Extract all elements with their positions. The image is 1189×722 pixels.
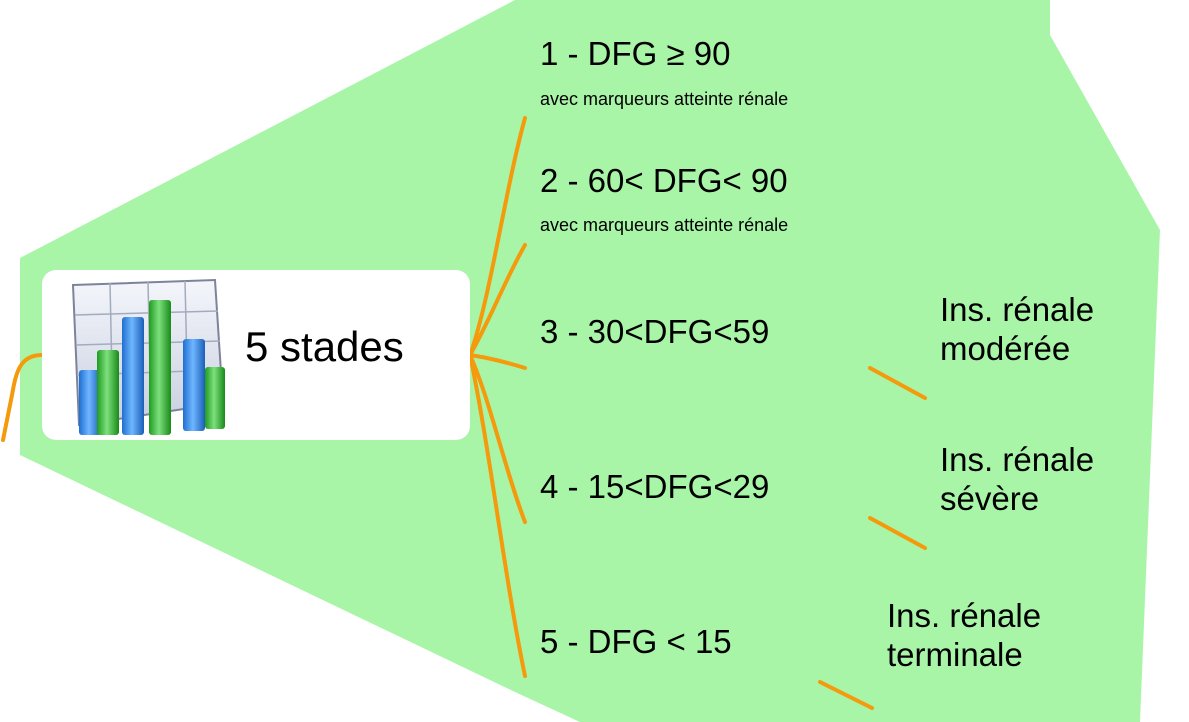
stage-4-title: 4 - 15<DFG<29: [540, 468, 770, 505]
stage-1-subtitle: avec marqueurs atteinte rénale: [540, 89, 789, 109]
stage-4-note-line-1: Ins. rénale: [940, 441, 1095, 478]
stage-4-note: Ins. rénale sévère: [940, 440, 1094, 518]
stage-4-note-line-2: sévère: [940, 480, 1040, 517]
connector-stage-3: [468, 353, 527, 370]
connector-stage-5: [468, 353, 527, 678]
branch-connectors: [468, 116, 927, 710]
stage-3-note-line-2: modérée: [940, 330, 1071, 367]
connector-note-4: [868, 516, 927, 550]
connector-note-3: [868, 366, 927, 400]
connector-stage-2: [468, 243, 527, 357]
stage-5-note-line-1: Ins. rénale: [887, 597, 1042, 634]
stage-3-note: Ins. rénale modérée: [940, 290, 1094, 368]
stage-5-note: Ins. rénale terminale: [887, 596, 1041, 674]
bar-chart-icon: [71, 278, 225, 435]
stage-1-title: 1 - DFG ≥ 90: [540, 35, 731, 72]
connector-stage-4: [468, 353, 527, 524]
branch-region: [20, 0, 1160, 722]
stage-2-subtitle: avec marqueurs atteinte rénale: [540, 215, 789, 235]
central-label: 5 stades: [245, 323, 404, 370]
connector-note-5: [818, 680, 874, 710]
stage-2-title: 2 - 60< DFG< 90: [540, 162, 788, 199]
stage-3-title: 3 - 30<DFG<59: [540, 313, 770, 350]
parent-connector: [1, 353, 44, 442]
stage-5-note-line-2: terminale: [887, 636, 1023, 673]
connector-stage-1: [468, 116, 527, 357]
stage-5-title: 5 - DFG < 15: [540, 623, 732, 660]
stage-3-note-line-1: Ins. rénale: [940, 291, 1095, 328]
